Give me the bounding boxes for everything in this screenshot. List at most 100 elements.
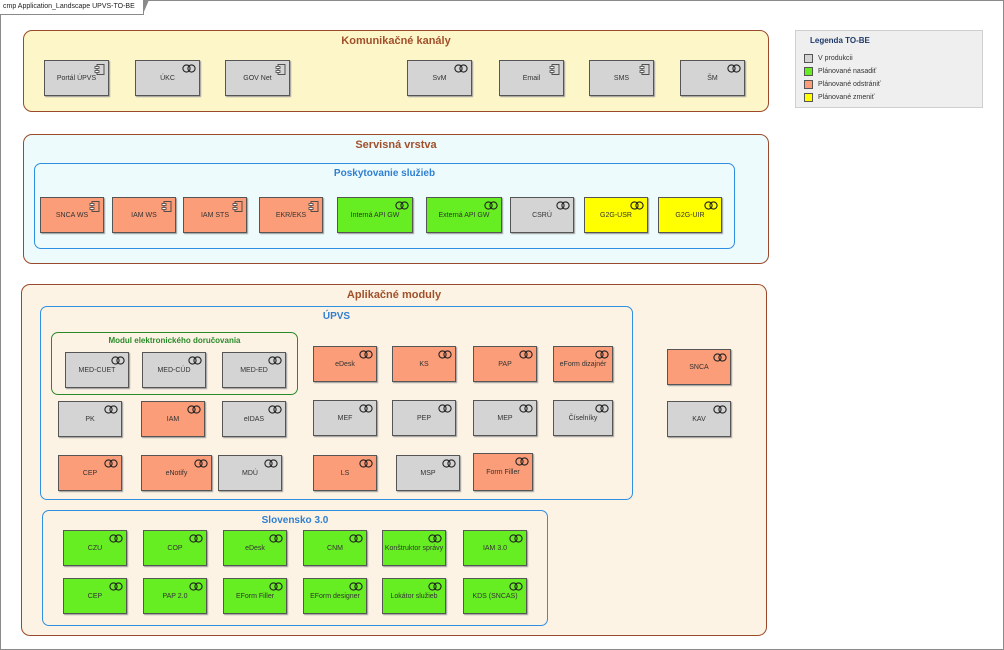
interface-icon (630, 201, 644, 210)
group-title: Aplikačné moduly (346, 289, 442, 301)
component-label: IAM STS (200, 211, 229, 219)
component-mef[interactable]: MEF (313, 400, 377, 436)
component-med-ed[interactable]: MED-ED (222, 352, 286, 388)
component-snca-ws[interactable]: SNCA WS (40, 197, 104, 233)
component-label: CZU (87, 544, 103, 552)
component-sms[interactable]: SMS (589, 60, 654, 96)
component-sm[interactable]: ŠM (680, 60, 745, 96)
component-label: MEF (337, 414, 353, 422)
component-gov-net[interactable]: GOV Net (225, 60, 290, 96)
component-g2g-usr[interactable]: G2G-USR (584, 197, 648, 233)
component-cep-3[interactable]: CEP (63, 578, 127, 614)
component-eform-designer[interactable]: EForm designer (303, 578, 367, 614)
component-pap-2-0[interactable]: PAP 2.0 (143, 578, 207, 614)
component-mep[interactable]: MEP (473, 400, 537, 436)
component-ls[interactable]: LS (313, 455, 377, 491)
component-ks[interactable]: KS (392, 346, 456, 382)
interface-icon (713, 353, 727, 362)
interface-icon (189, 582, 203, 591)
component-eidas[interactable]: eIDAS (222, 401, 286, 437)
component-iam-3-0[interactable]: IAM 3.0 (463, 530, 527, 566)
component-mdu[interactable]: MDÚ (218, 455, 282, 491)
component-interna-api-gw[interactable]: Interná API GW (337, 197, 413, 233)
component-pep[interactable]: PEP (392, 400, 456, 436)
component-label: G2G-UIR (675, 211, 705, 219)
component-ukc[interactable]: ÚKC (135, 60, 200, 96)
component-cep[interactable]: CEP (58, 455, 122, 491)
component-email[interactable]: Email (499, 60, 564, 96)
component-snca[interactable]: SNCA (667, 349, 731, 385)
component-pap[interactable]: PAP (473, 346, 537, 382)
interface-icon (104, 459, 118, 468)
legend-label: Plánované nasadiť (818, 67, 877, 75)
interface-icon (187, 405, 201, 414)
component-label: eDesk (335, 360, 355, 368)
component-edesk-3[interactable]: eDesk (223, 530, 287, 566)
component-label: COP (167, 544, 183, 552)
component-czu[interactable]: CZU (63, 530, 127, 566)
component-pk[interactable]: PK (58, 401, 122, 437)
interface-icon (109, 534, 123, 543)
interface-icon (359, 404, 373, 413)
component-label: PK (85, 415, 95, 423)
component-edesk[interactable]: eDesk (313, 346, 377, 382)
component-label: EForm Filler (235, 592, 275, 600)
component-ekr-eks[interactable]: EKR/EKS (259, 197, 323, 233)
component-iam-ws[interactable]: IAM WS (112, 197, 176, 233)
component-ciselniky[interactable]: Číselníky (553, 400, 613, 436)
interface-icon (182, 64, 196, 73)
component-iam-sts[interactable]: IAM STS (183, 197, 247, 233)
component-form-filler[interactable]: Form Filler (473, 453, 533, 491)
component-kds-sncas[interactable]: KDS (SNCAS) (463, 578, 527, 614)
component-icon (161, 201, 172, 212)
component-med-cud[interactable]: MED-CÚD (142, 352, 206, 388)
component-label: MED-ED (240, 366, 268, 374)
component-label: CSRÚ (532, 211, 552, 219)
interface-icon (359, 350, 373, 359)
interface-icon (269, 582, 283, 591)
component-portal-upvs[interactable]: Portál ÚPVS (44, 60, 109, 96)
legend-label: Plánované zmeniť (818, 93, 875, 101)
component-csru[interactable]: CSRÚ (510, 197, 574, 233)
interface-icon (595, 350, 609, 359)
interface-icon (704, 201, 718, 210)
interface-icon (509, 534, 523, 543)
component-iam[interactable]: IAM (141, 401, 205, 437)
component-cop[interactable]: COP (143, 530, 207, 566)
component-lokator-sluzieb[interactable]: Lokátor služieb (382, 578, 446, 614)
component-label: KS (419, 360, 429, 368)
component-label: EKR/EKS (275, 211, 307, 219)
component-svm[interactable]: SvM (407, 60, 472, 96)
component-g2g-uir[interactable]: G2G-UIR (658, 197, 722, 233)
component-kav[interactable]: KAV (667, 401, 731, 437)
component-icon (94, 64, 105, 75)
component-label: IAM 3.0 (482, 544, 508, 552)
component-externa-api-gw[interactable]: Externá API GW (426, 197, 502, 233)
component-label: MEP (497, 414, 513, 422)
interface-icon (111, 356, 125, 365)
legend-item: Plánované odstrániť (804, 79, 881, 89)
component-label: Číselníky (568, 414, 598, 422)
component-enotify[interactable]: eNotify (141, 455, 212, 491)
component-med-cuet[interactable]: MED-CUET (65, 352, 129, 388)
interface-icon (438, 404, 452, 413)
component-konstruktor-spravy[interactable]: Konštruktor správy (382, 530, 446, 566)
component-msp[interactable]: MSP (396, 455, 460, 491)
interface-icon (519, 350, 533, 359)
component-label: eDesk (245, 544, 265, 552)
interface-icon (104, 405, 118, 414)
legend-swatch (804, 79, 813, 89)
legend-label: Plánované odstrániť (818, 80, 881, 88)
interface-icon (268, 405, 282, 414)
group-title: Slovensko 3.0 (261, 515, 329, 526)
legend-label: V produkcii (818, 54, 853, 62)
component-eform-dizajner[interactable]: eForm dizajnér (553, 346, 613, 382)
interface-icon (484, 201, 498, 210)
interface-icon (519, 404, 533, 413)
group-title: Modul elektronického doručovania (108, 336, 241, 345)
component-label: eIDAS (243, 415, 265, 423)
component-icon (549, 64, 560, 75)
component-label: ŠM (707, 74, 718, 82)
component-eform-filler[interactable]: EForm Filler (223, 578, 287, 614)
component-cnm[interactable]: CNM (303, 530, 367, 566)
